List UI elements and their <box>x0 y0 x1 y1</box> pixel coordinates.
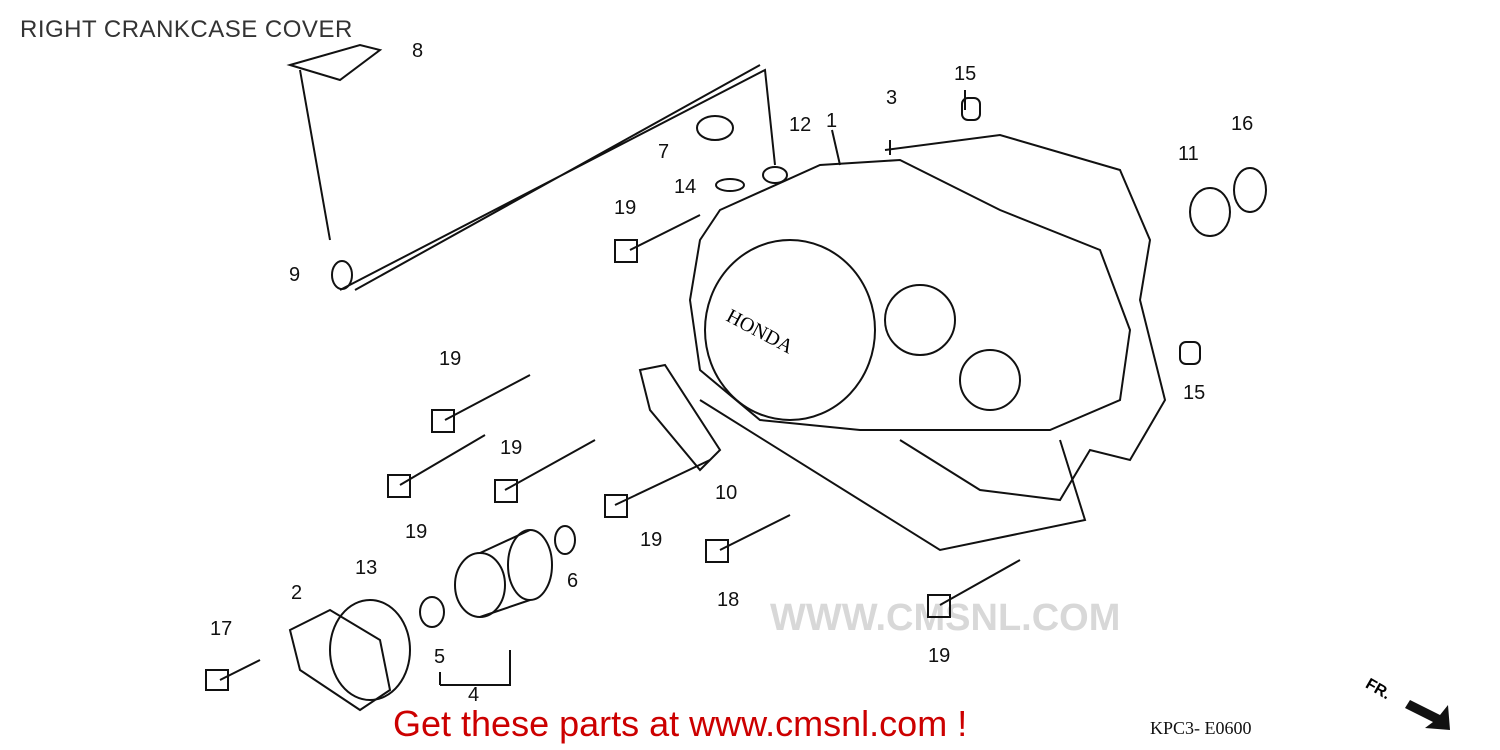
part-label: 14 <box>674 176 696 198</box>
part-label: 2 <box>291 582 302 604</box>
part-label: 19 <box>405 521 427 543</box>
part-label: 19 <box>500 437 522 459</box>
part-labels: 8 15 3 1 12 7 16 11 14 19 9 19 15 19 10 … <box>210 40 1253 706</box>
part-label: 11 <box>1178 143 1199 165</box>
oil-filter <box>454 552 506 618</box>
part-label: 15 <box>1183 382 1205 404</box>
part-label: 9 <box>289 264 300 286</box>
part-label: 17 <box>210 618 232 640</box>
part-label: 4 <box>468 684 479 706</box>
part-label: 19 <box>439 348 461 370</box>
part-label: 13 <box>355 557 377 579</box>
part-label: 19 <box>640 529 662 551</box>
honda-logo: HONDA <box>723 305 798 359</box>
crankcase-cover <box>688 158 1132 431</box>
part-label: 1 <box>826 110 837 132</box>
part-label: 6 <box>567 570 578 592</box>
diagram-code: KPC3- E0600 <box>1150 718 1252 738</box>
part-label: 16 <box>1231 113 1253 135</box>
bolts <box>205 214 1021 691</box>
part-label: 18 <box>717 589 739 611</box>
part-label: 10 <box>715 482 737 504</box>
fr-arrow: FR. <box>1363 676 1450 730</box>
part-label: 8 <box>412 40 423 62</box>
gasket <box>884 133 1167 502</box>
diagram-title: RIGHT CRANKCASE COVER <box>20 16 353 43</box>
part-label: 15 <box>954 63 976 85</box>
part-label: 19 <box>614 197 636 219</box>
part-label: 19 <box>928 645 950 667</box>
part-label: 12 <box>789 114 811 136</box>
part-label: 3 <box>886 87 897 109</box>
cmsnl-callout-link[interactable]: Get these parts at www.cmsnl.com ! <box>393 703 968 744</box>
part-label: 7 <box>658 141 669 163</box>
part-label: 5 <box>434 646 445 668</box>
svg-text:FR.: FR. <box>1363 676 1394 704</box>
